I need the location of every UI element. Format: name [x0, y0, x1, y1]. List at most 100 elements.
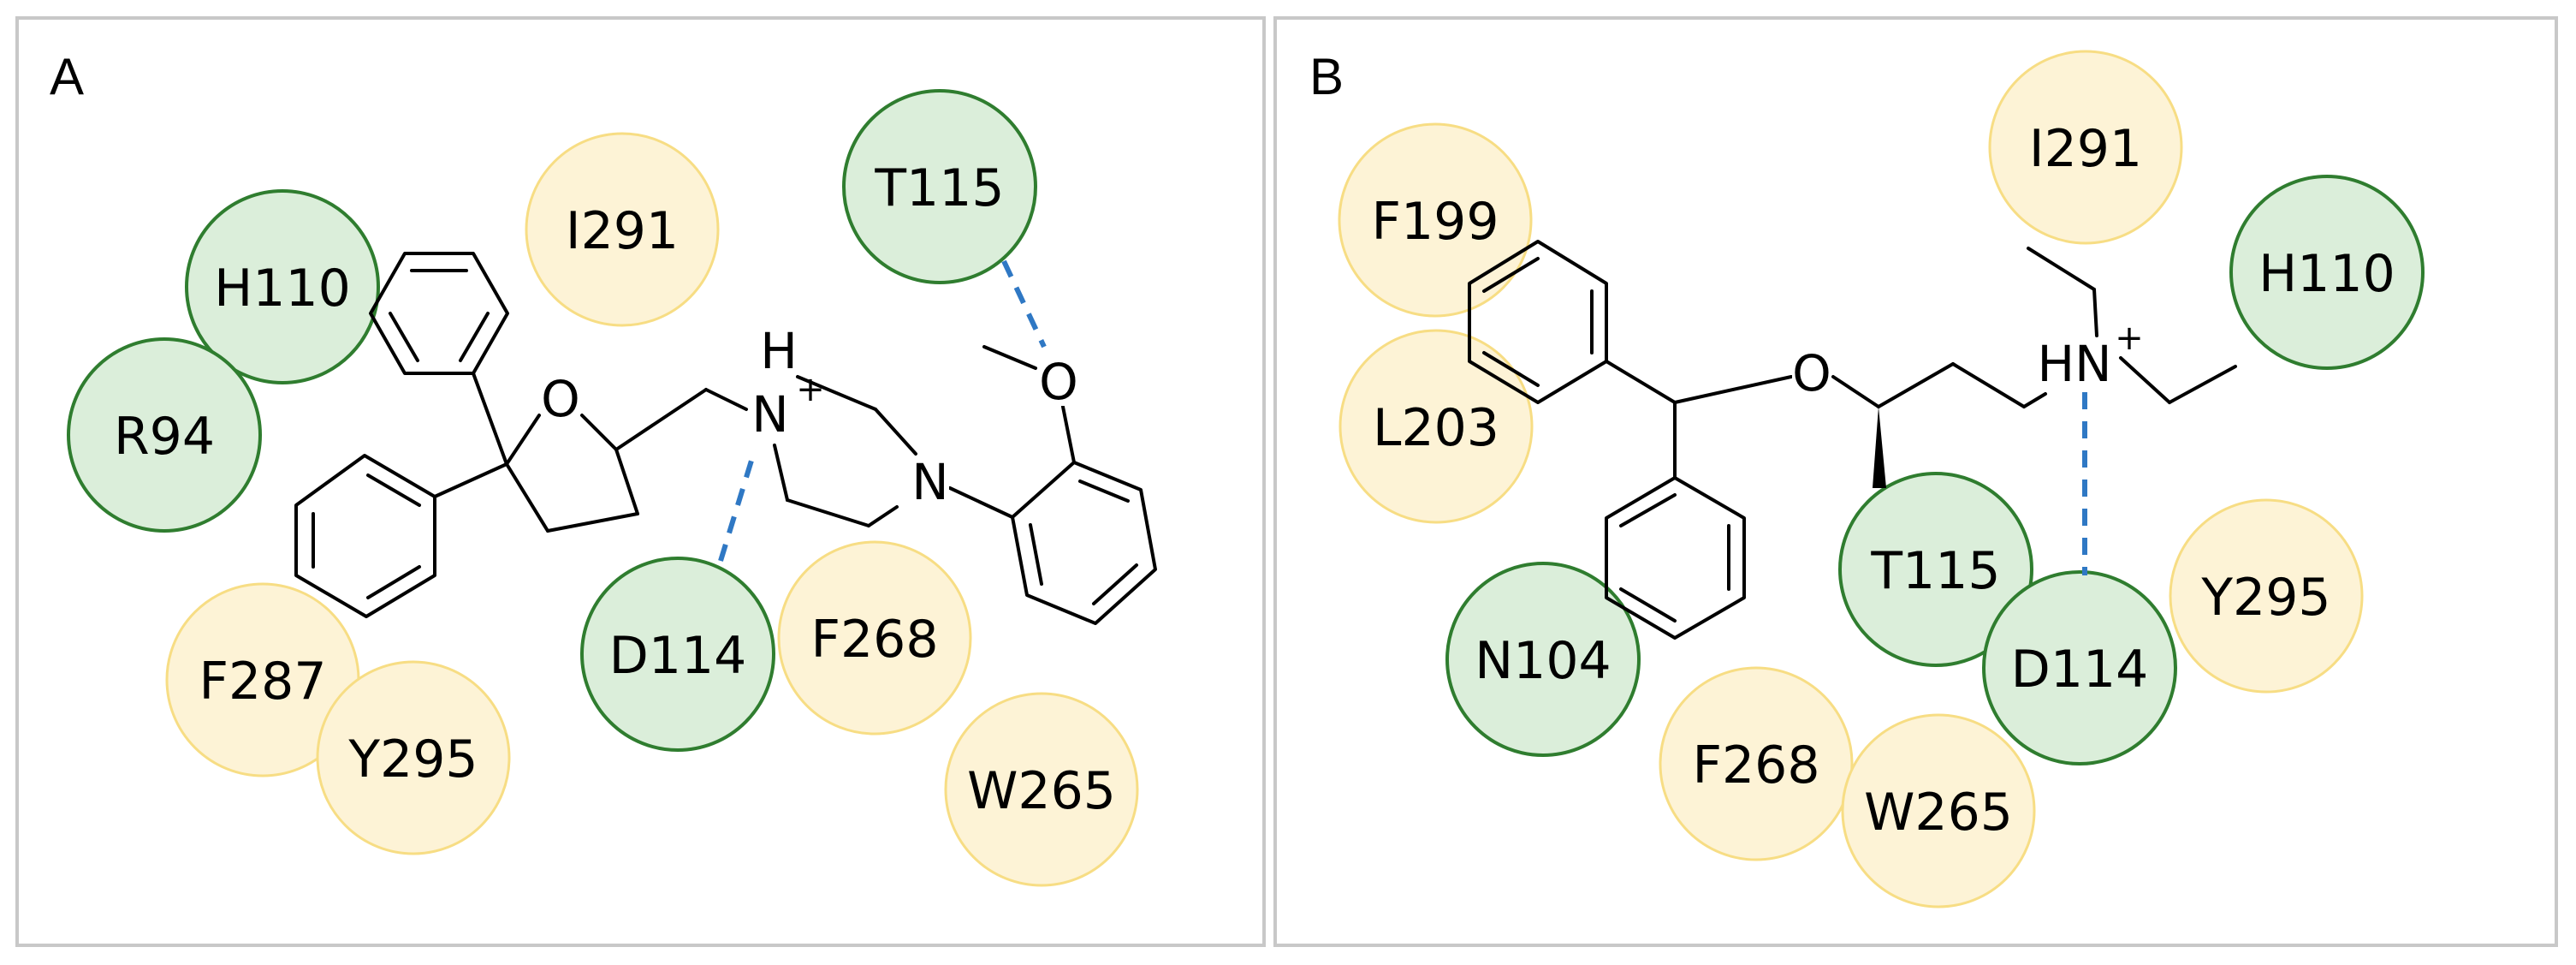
residue-label: F199: [1371, 192, 1499, 252]
residue-i291: I291: [1988, 50, 2183, 245]
residue-circle: [185, 189, 380, 384]
residue-circle: [944, 692, 1139, 887]
atom-hn-plus: HN: [2038, 335, 2112, 393]
bond: [796, 375, 877, 411]
residue-label: N104: [1475, 631, 1611, 691]
residue-circle: [580, 557, 775, 752]
residue-t115: T115: [842, 89, 1037, 284]
bond: [867, 505, 899, 527]
bond: [1877, 362, 1955, 408]
residue-label: H110: [2258, 244, 2395, 304]
aromatic-bond: [1029, 523, 1043, 586]
panel-b-frame: [1273, 16, 2558, 947]
hbond-d114: [718, 449, 757, 562]
residue-circle: [67, 337, 262, 533]
residue-y295: Y295: [2169, 498, 2364, 694]
bond: [2027, 247, 2096, 291]
atom-o-ether: O: [1792, 344, 1831, 402]
aromatic-bond: [1619, 587, 1677, 622]
aromatic-bond: [1078, 480, 1130, 503]
residue-w265: W265: [944, 692, 1139, 887]
bond: [704, 388, 748, 411]
residue-circle: [842, 89, 1037, 284]
bond: [505, 462, 549, 533]
residue-h110: H110: [185, 189, 380, 384]
hbond-t115: [1001, 259, 1047, 348]
residue-circle: [525, 132, 720, 327]
residue-circle: [1338, 329, 1534, 524]
aromatic-bond: [1482, 257, 1540, 293]
bond: [433, 462, 508, 498]
aromatic-bond: [389, 312, 419, 362]
residue-f268: F268: [1659, 666, 1854, 861]
phenyl-ring-lower: [1605, 476, 1746, 640]
residue-circle: [1338, 122, 1533, 318]
panel-b-ligand: O HN +: [1468, 240, 2237, 640]
aromatic-bond: [459, 312, 490, 362]
bond: [2119, 356, 2171, 404]
residue-label: R94: [114, 407, 215, 467]
residue-f268: F268: [777, 540, 972, 736]
bond: [2092, 288, 2098, 337]
residue-circle: [1988, 50, 2183, 245]
panel-b-label: B: [1309, 48, 1344, 105]
atom-n-piperazine: N: [911, 453, 948, 511]
aromatic-bond: [366, 474, 421, 507]
residue-circle: [1838, 472, 2033, 667]
residue-t115: T115: [1838, 472, 2033, 667]
bond: [874, 408, 917, 456]
bond: [1673, 375, 1793, 404]
residue-label: F287: [199, 652, 326, 712]
residue-label: D114: [2011, 640, 2149, 700]
residue-d114: D114: [580, 557, 775, 752]
residue-circle: [2169, 498, 2364, 694]
phenyl-ring-lower: [294, 454, 436, 618]
residue-r94: R94: [67, 337, 262, 533]
residue-label: F268: [810, 610, 938, 670]
residue-f287: F287: [165, 582, 360, 777]
residue-label: I291: [566, 201, 679, 261]
residue-label: D114: [609, 626, 747, 686]
residue-n104: N104: [1445, 562, 1641, 757]
residue-d114: D114: [1982, 570, 2177, 765]
residue-y295: Y295: [316, 660, 511, 855]
residue-circle: [1982, 570, 2177, 765]
panel-a-ligand: O H N + N O: [294, 252, 1157, 625]
residue-label: I291: [2029, 119, 2142, 179]
bond: [1061, 405, 1076, 464]
bond: [1951, 362, 2026, 408]
residue-label: T115: [1870, 541, 2000, 601]
residue-label: Y295: [2200, 568, 2330, 628]
bond: [614, 388, 708, 451]
residue-circle: [1659, 666, 1854, 861]
atom-o-ring: O: [541, 370, 580, 428]
residue-f199: F199: [1338, 122, 1533, 318]
residue-circle: [1445, 562, 1641, 757]
residue-circle: [1841, 713, 2036, 908]
stereo-wedge: [1873, 407, 1886, 488]
residue-h110: H110: [2229, 175, 2425, 370]
bond: [948, 486, 1014, 519]
residue-circle: [777, 540, 972, 736]
panel-a-label: A: [50, 48, 84, 105]
aromatic-bond: [366, 565, 421, 599]
bond: [546, 512, 639, 533]
aromatic-bond: [1619, 493, 1677, 527]
residue-label: Y295: [347, 730, 478, 789]
residue-i291: I291: [525, 132, 720, 327]
residue-label: F268: [1692, 736, 1819, 795]
residue-circle: [2229, 175, 2425, 370]
bond: [505, 414, 541, 466]
atom-o-methoxy: O: [1039, 353, 1078, 411]
atom-n-plus: N: [751, 385, 788, 444]
bond: [786, 498, 870, 527]
bond: [982, 345, 1037, 370]
residue-label: W265: [1864, 783, 2013, 843]
residue-label: T115: [874, 158, 1004, 218]
aromatic-bond: [1092, 563, 1138, 605]
residue-l203: L203: [1338, 329, 1534, 524]
bond: [580, 414, 618, 451]
